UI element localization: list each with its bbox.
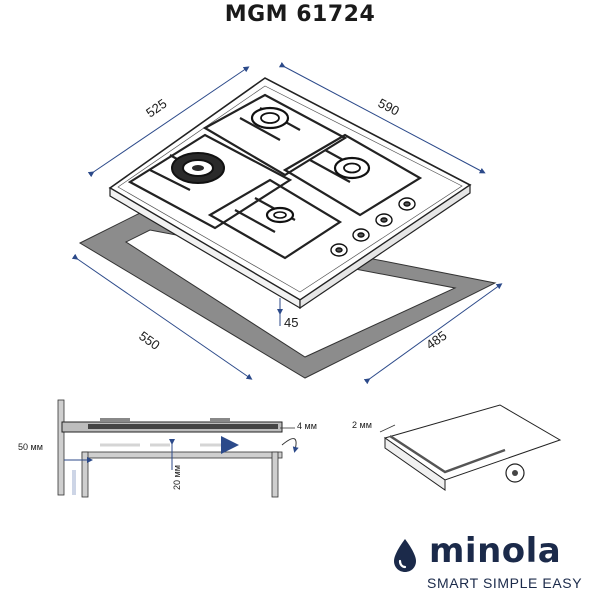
dimension-lines	[71, 61, 503, 385]
burner-front	[265, 206, 295, 224]
brand-logo: minola SMART SIMPLE EASY	[387, 531, 597, 595]
burner-wok	[171, 152, 225, 184]
dim-depth-top: 590	[376, 95, 402, 118]
brand-tagline: SMART SIMPLE EASY	[427, 575, 583, 591]
dim-height: 45	[284, 315, 298, 330]
label-seal: 2 мм	[352, 420, 372, 430]
brand-name: minola	[429, 531, 562, 571]
water-drop-icon	[394, 539, 416, 572]
burner-right	[333, 156, 371, 180]
product-title: MGM 61724	[224, 2, 376, 27]
dim-cutout-width: 550	[136, 328, 162, 353]
seal-detail	[379, 404, 562, 491]
label-side-gap: 50 мм	[18, 442, 43, 452]
label-offset: 4 мм	[297, 421, 317, 431]
label-bottom-gap: 20 мм	[172, 465, 182, 490]
control-knobs	[330, 197, 416, 257]
section-view	[57, 399, 299, 498]
dim-cutout-depth: 485	[423, 328, 449, 353]
dim-width-top: 525	[143, 96, 169, 121]
burner-rear	[250, 106, 290, 130]
